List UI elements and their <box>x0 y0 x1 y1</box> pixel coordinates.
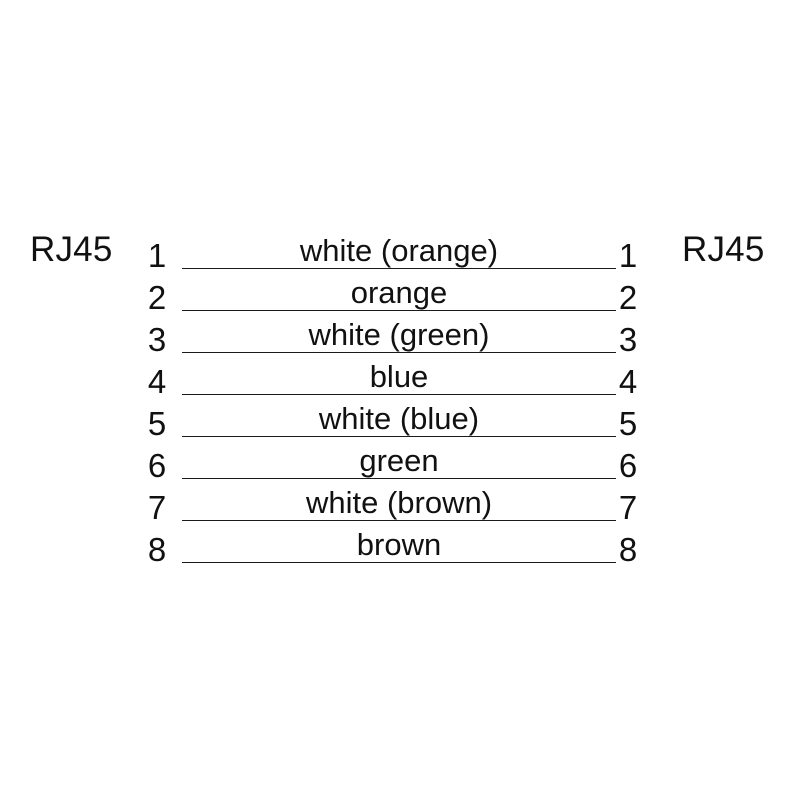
left-pin-number: 1 <box>147 237 167 274</box>
right-pin-number: 2 <box>618 279 638 316</box>
wire-color-label: brown <box>356 527 442 562</box>
wire-line <box>182 310 616 311</box>
wire-line <box>182 562 616 563</box>
wire-line <box>182 478 616 479</box>
wire-color-label: blue <box>369 359 429 394</box>
left-pin-number: 6 <box>147 447 167 484</box>
right-pin-number: 6 <box>618 447 638 484</box>
wire-line <box>182 520 616 521</box>
right-pin-number: 3 <box>618 321 638 358</box>
wire-line <box>182 352 616 353</box>
wire-color-label: white (green) <box>308 317 490 352</box>
right-pin-number: 5 <box>618 405 638 442</box>
wire-color-label: white (brown) <box>305 485 493 520</box>
left-pin-number: 4 <box>147 363 167 400</box>
left-pin-number: 3 <box>147 321 167 358</box>
wire-line <box>182 268 616 269</box>
left-pin-number: 8 <box>147 531 167 568</box>
wire-color-label: green <box>359 443 439 478</box>
left-pin-number: 7 <box>147 489 167 526</box>
right-pin-number: 8 <box>618 531 638 568</box>
wire-line <box>182 436 616 437</box>
wire-line <box>182 394 616 395</box>
wire-color-label: white (blue) <box>318 401 480 436</box>
right-connector-label: RJ45 <box>682 230 765 269</box>
wire-color-label: orange <box>350 275 448 310</box>
left-pin-number: 2 <box>147 279 167 316</box>
left-pin-number: 5 <box>147 405 167 442</box>
wire-color-label: white (orange) <box>299 233 499 268</box>
right-pin-number: 1 <box>618 237 638 274</box>
right-pin-number: 4 <box>618 363 638 400</box>
left-connector-label: RJ45 <box>30 230 113 269</box>
right-pin-number: 7 <box>618 489 638 526</box>
